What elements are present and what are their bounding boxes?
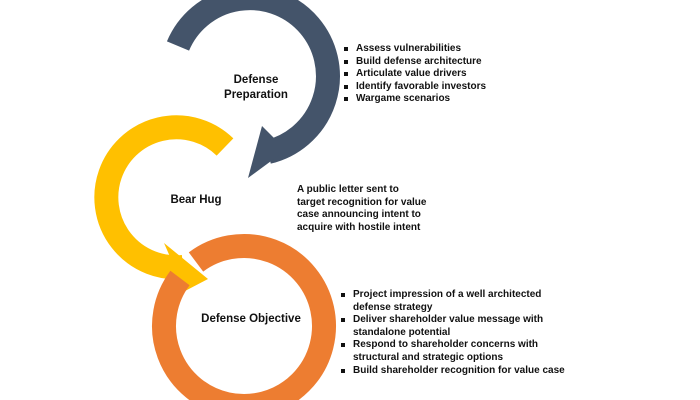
bear-hug-description-line-3: case announcing intent to bbox=[297, 209, 421, 221]
bear-hug-title: Bear Hug bbox=[170, 194, 222, 206]
defense-preparation-bullets: Assess vulnerabilities Build defense arc… bbox=[342, 43, 562, 106]
list-item: Identify favorable investors bbox=[342, 81, 562, 94]
list-item: defense strategy bbox=[353, 301, 433, 313]
defense-preparation-arrowhead bbox=[248, 126, 286, 178]
bear-hug-arc bbox=[94, 115, 234, 280]
bear-hug-description: A public letter sent to target recogniti… bbox=[297, 184, 497, 234]
defense-preparation-arc bbox=[166, 0, 340, 164]
list-item: Build defense architecture bbox=[342, 56, 562, 69]
list-item: Build shareholder recognition for value … bbox=[339, 365, 599, 378]
bear-hug-arrowhead bbox=[164, 243, 208, 291]
defense-preparation-title-line-1: Defense bbox=[233, 74, 279, 86]
list-item: Assess vulnerabilities bbox=[342, 43, 562, 56]
defense-objective-title: Defense Objective bbox=[201, 313, 301, 325]
list-item: Project impression of a well architected bbox=[339, 289, 599, 302]
defense-objective-bullets: Project impression of a well architected… bbox=[339, 289, 599, 377]
bear-hug-description-line-1: A public letter sent to bbox=[297, 184, 399, 195]
list-item: Wargame scenarios bbox=[342, 93, 562, 106]
list-item: structural and strategic options bbox=[353, 351, 504, 363]
list-item: Deliver shareholder value message with bbox=[339, 314, 599, 327]
list-item: Respond to shareholder concerns with bbox=[339, 339, 599, 352]
bear-hug-description-line-2: target recognition for value bbox=[297, 196, 427, 208]
bear-hug-description-line-4: acquire with hostile intent bbox=[297, 221, 421, 233]
list-item: standalone potential bbox=[353, 326, 451, 338]
defense-preparation-title: Defense Preparation bbox=[206, 73, 306, 103]
defense-preparation-title-line-2: Preparation bbox=[224, 89, 288, 101]
list-item: Articulate value drivers bbox=[342, 68, 562, 81]
defense-objective-arc bbox=[152, 234, 336, 400]
